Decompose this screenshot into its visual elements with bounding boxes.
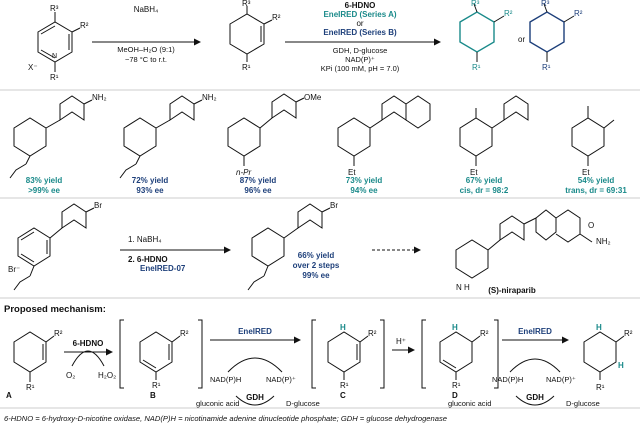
cond-solvent: MeOH–H₂O (9:1) — [117, 45, 175, 54]
product-3-yield: 87% yield — [240, 176, 277, 185]
label-br-product: Br — [330, 201, 338, 210]
label-r3-start: R³ — [50, 4, 59, 13]
label-r1-thp: R¹ — [242, 63, 251, 72]
enzyme-6hdno: 6-HDNO — [345, 1, 376, 10]
or-products: or — [518, 35, 525, 44]
product-1-selectivity: >99% ee — [28, 186, 60, 195]
label-r1-final: R¹ — [596, 383, 605, 392]
mech-glucose-2: D-glucose — [566, 399, 600, 408]
label-r1-d: R¹ — [452, 381, 461, 390]
label-r1-b: R¹ — [152, 381, 161, 390]
reagent-nabh4: NaBH₄ — [134, 5, 159, 14]
label-n-start: N — [52, 53, 57, 60]
mech-gdh-2: GDH — [526, 393, 544, 402]
product-6-selectivity: trans, dr = 69:31 — [565, 186, 627, 195]
label-counterion: X⁻ — [28, 63, 38, 72]
mech-6hdno: 6-HDNO — [73, 339, 104, 348]
label-r2-d: R² — [480, 329, 489, 338]
label-et-p5: Et — [470, 168, 478, 177]
product-4-selectivity: 94% ee — [350, 186, 378, 195]
label-h-final-2: H — [618, 361, 624, 370]
label-r1-a: R¹ — [26, 383, 35, 392]
label-r2-start: R² — [80, 21, 89, 30]
mech-gluconic-1: gluconic acid — [196, 399, 239, 408]
label-r1-teal: R¹ — [472, 63, 481, 72]
label-r2-final: R² — [624, 329, 633, 338]
niraparib-name: (S)-niraparib — [488, 286, 536, 295]
cond-temp: −78 °C to r.t. — [125, 55, 167, 64]
cond-nadp: NAD(P)⁺ — [345, 55, 375, 64]
label-r2-navy: R² — [574, 9, 583, 18]
label-r2-a: R² — [54, 329, 63, 338]
label-h-c: H — [340, 323, 346, 332]
mech-o2: O₂ — [66, 371, 75, 380]
mech-gluconic-2: gluconic acid — [448, 399, 491, 408]
label-r3-thp: R³ — [242, 0, 251, 8]
synthesis-yield: 66% yield — [298, 251, 335, 260]
mech-nadph-1: NAD(P)H — [210, 375, 241, 384]
label-conh2: NH₂ — [596, 237, 611, 246]
mech-nadp-2: NAD(P)⁺ — [546, 375, 576, 384]
label-h-d: H — [452, 323, 458, 332]
label-c: C — [340, 391, 346, 400]
label-r2-b: R² — [180, 329, 189, 338]
label-br-start: Br — [94, 201, 102, 210]
label-o: O — [588, 221, 594, 230]
label-r2-teal: R² — [504, 9, 513, 18]
label-r3-navy: R³ — [541, 0, 550, 8]
or-top: or — [356, 19, 363, 28]
label-nh-niraparib: N — [456, 283, 462, 292]
enzyme-series-b: EneIRED (Series B) — [323, 28, 397, 37]
footnote: 6-HDNO = 6-hydroxy-D-nicotine oxidase, N… — [4, 414, 447, 423]
product-5-yield: 67% yield — [466, 176, 503, 185]
mech-glucose-1: D-glucose — [286, 399, 320, 408]
label-ome: OMe — [304, 93, 322, 102]
label-r2-thp: R² — [272, 13, 281, 22]
product-2-yield: 72% yield — [132, 176, 169, 185]
product-6-yield: 54% yield — [578, 176, 615, 185]
product-5-selectivity: cis, dr = 98:2 — [460, 186, 509, 195]
label-r1-navy: R¹ — [542, 63, 551, 72]
mech-eneired-2: EneIRED — [518, 327, 552, 336]
product-1-yield: 83% yield — [26, 176, 63, 185]
product-2-selectivity: 93% ee — [136, 186, 164, 195]
synthesis-enzyme: EneIRED-07 — [140, 264, 186, 273]
label-et-p4: Et — [348, 168, 356, 177]
label-r1-start: R¹ — [50, 73, 59, 82]
label-b: B — [150, 391, 156, 400]
mech-nadp-1: NAD(P)⁺ — [266, 375, 296, 384]
product-4-yield: 73% yield — [346, 176, 383, 185]
label-r2-c: R² — [368, 329, 377, 338]
mech-h2o2: H₂O₂ — [98, 371, 116, 380]
synthesis-step1: 1. NaBH₄ — [128, 235, 162, 244]
label-d: D — [452, 391, 458, 400]
label-npr: n-Pr — [236, 168, 251, 177]
enzyme-series-a: EneIRED (Series A) — [323, 10, 396, 19]
label-h-final: H — [596, 323, 602, 332]
mech-nadph-2: NAD(P)H — [492, 375, 523, 384]
synthesis-ee: 99% ee — [302, 271, 330, 280]
mechanism-title: Proposed mechanism: — [4, 304, 106, 315]
label-h-niraparib: H — [464, 283, 470, 292]
cond-gdh: GDH, D-glucose — [333, 46, 388, 55]
product-3-selectivity: 96% ee — [244, 186, 272, 195]
label-et-p6: Et — [582, 168, 590, 177]
label-nh2-p1: NH₂ — [92, 93, 107, 102]
label-r3-teal: R³ — [471, 0, 480, 8]
mech-hplus: H⁺ — [396, 337, 406, 346]
label-br-counterion: Br⁻ — [8, 265, 20, 274]
synthesis-steps: over 2 steps — [293, 261, 340, 270]
synthesis-step2: 2. 6-HDNO — [128, 255, 168, 264]
label-r1-c: R¹ — [340, 381, 349, 390]
mech-eneired-1: EneIRED — [238, 327, 272, 336]
mech-gdh-1: GDH — [246, 393, 264, 402]
label-a: A — [6, 391, 12, 400]
cond-kpi: KPi (100 mM, pH = 7.0) — [321, 64, 400, 73]
label-nh2-p2: NH₂ — [202, 93, 217, 102]
